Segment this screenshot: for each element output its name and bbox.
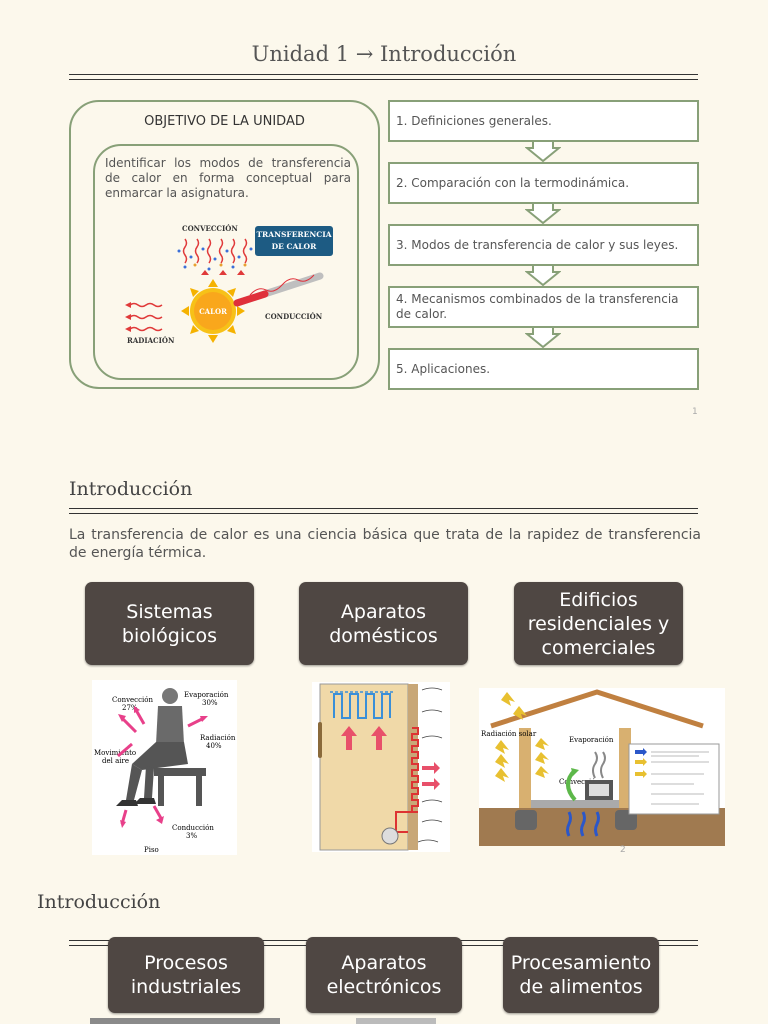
box-procesos-industriales: Procesos industriales — [108, 937, 264, 1013]
page-number: 1 — [692, 407, 698, 417]
slide3-heading: Introducción — [37, 891, 161, 913]
heading-divider — [69, 508, 698, 514]
industrial-image-partial — [90, 1018, 280, 1024]
step-2: 2. Comparación con la termodinámica. — [388, 162, 699, 204]
svg-text:Movimiento: Movimiento — [94, 749, 136, 757]
svg-text:RADIACIÓN: RADIACIÓN — [127, 336, 175, 345]
box-procesamiento-alimentos: Procesamiento de alimentos — [503, 937, 659, 1013]
svg-text:30%: 30% — [202, 699, 218, 707]
box-aparatos-domesticos: Aparatos domésticos — [299, 582, 468, 665]
chevron-down-icon — [525, 266, 561, 286]
svg-text:del aire: del aire — [102, 757, 129, 765]
intro-paragraph: La transferencia de calor es una ciencia… — [69, 527, 701, 561]
step-3: 3. Modos de transferencia de calor y sus… — [388, 224, 699, 266]
svg-text:Evaporación: Evaporación — [569, 736, 614, 744]
slide1-title: Unidad 1 → Introducción — [251, 42, 517, 66]
svg-text:Radiación solar: Radiación solar — [481, 730, 537, 738]
box-aparatos-electronicos: Aparatos electrónicos — [306, 937, 462, 1013]
human-body-heat-illustration: Convección 27% Evaporación 30% Radiación… — [92, 680, 237, 855]
slide2-heading: Introducción — [69, 478, 193, 500]
svg-text:Radiación: Radiación — [200, 734, 236, 742]
objective-panel: OBJETIVO DE LA UNIDAD Identificar los mo… — [69, 100, 380, 389]
electronics-image-partial — [356, 1018, 436, 1024]
chevron-down-icon — [525, 142, 561, 162]
step-1: 1. Definiciones generales. — [388, 100, 699, 142]
heat-transfer-modes-illustration: CONVECCIÓN TRANSFERENCIA DE CALOR — [125, 224, 333, 345]
chevron-down-icon — [525, 204, 561, 224]
refrigerator-illustration — [312, 682, 450, 852]
label-conveccion: CONVECCIÓN — [182, 224, 238, 233]
svg-text:CONDUCCIÓN: CONDUCCIÓN — [265, 312, 323, 321]
chevron-down-icon — [525, 328, 561, 348]
svg-text:3%: 3% — [186, 832, 197, 840]
transferencia-badge — [255, 226, 333, 256]
page-number: 2 — [620, 845, 626, 855]
svg-text:Conducción: Conducción — [172, 824, 214, 832]
svg-text:Evaporación: Evaporación — [184, 691, 229, 699]
svg-text:40%: 40% — [206, 742, 222, 750]
svg-text:DE CALOR: DE CALOR — [272, 242, 317, 251]
svg-text:Piso: Piso — [144, 846, 159, 854]
objective-title: OBJETIVO DE LA UNIDAD — [144, 114, 305, 129]
svg-text:Convección: Convección — [112, 696, 153, 704]
step-5: 5. Aplicaciones. — [388, 348, 699, 390]
box-edificios: Edificios residenciales y comerciales — [514, 582, 683, 665]
svg-text:Convección: Convección — [559, 778, 600, 786]
svg-text:27%: 27% — [122, 704, 138, 712]
step-4: 4. Mecanismos combinados de la transfere… — [388, 286, 699, 328]
sun-icon — [181, 279, 245, 343]
svg-text:CALOR: CALOR — [199, 307, 227, 316]
svg-text:TRANSFERENCIA: TRANSFERENCIA — [256, 230, 331, 239]
house-heat-transfer-illustration: Radiación solar Evaporación Convección — [479, 688, 725, 846]
objective-text: Identificar los modos de transferencia d… — [105, 156, 351, 200]
objective-inner-panel: Identificar los modos de transferencia d… — [93, 144, 359, 380]
title-divider — [69, 74, 698, 80]
box-sistemas-biologicos: Sistemas biológicos — [85, 582, 254, 665]
